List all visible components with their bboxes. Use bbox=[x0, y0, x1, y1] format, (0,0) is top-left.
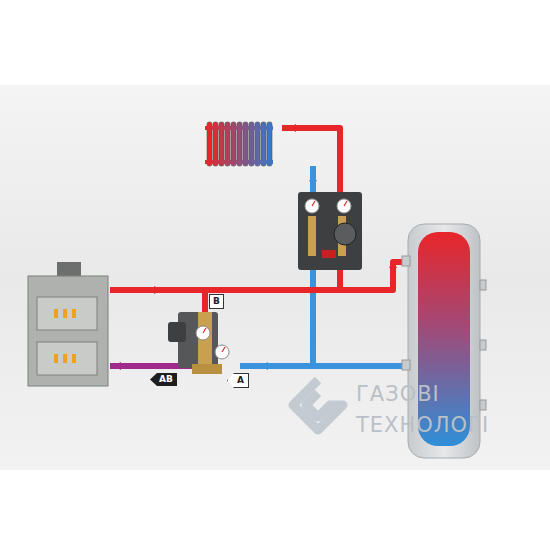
port-label: A bbox=[237, 375, 244, 385]
port-label: B bbox=[213, 296, 220, 306]
port-label: AB bbox=[159, 374, 173, 384]
watermark-text: ГАЗОВІ bbox=[356, 382, 440, 406]
port-tag: B bbox=[209, 294, 224, 309]
watermark-text: ТЕХНОЛОГІ bbox=[356, 413, 489, 437]
